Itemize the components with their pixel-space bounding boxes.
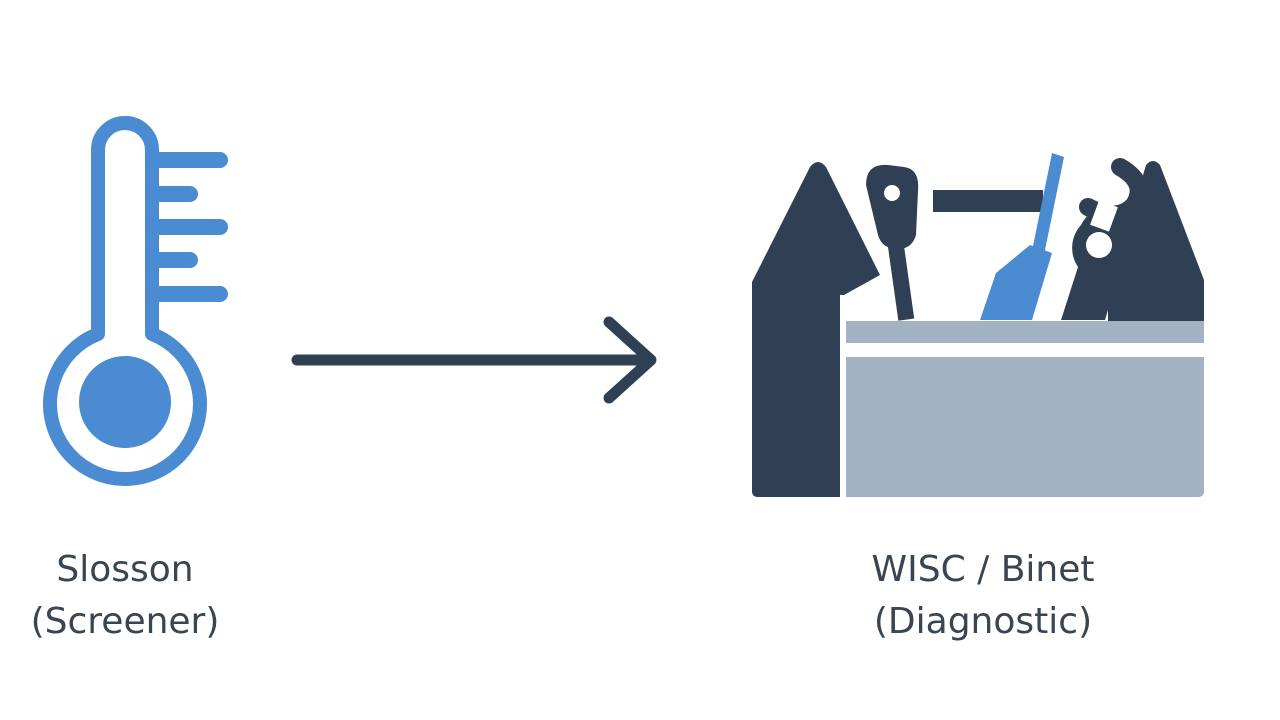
screener-role: (Screener) — [30, 601, 220, 642]
toolbox-icon — [752, 153, 1204, 497]
diagnostic-name: WISC / Binet — [871, 549, 1095, 590]
arrow-right-icon — [291, 316, 657, 404]
screener-caption: Slosson (Screener) — [0, 544, 305, 648]
thermometer-icon — [43, 116, 228, 486]
diagnostic-role: (Diagnostic) — [873, 601, 1093, 642]
screener-name: Slosson — [56, 549, 194, 590]
diagnostic-caption: WISC / Binet (Diagnostic) — [803, 544, 1163, 648]
